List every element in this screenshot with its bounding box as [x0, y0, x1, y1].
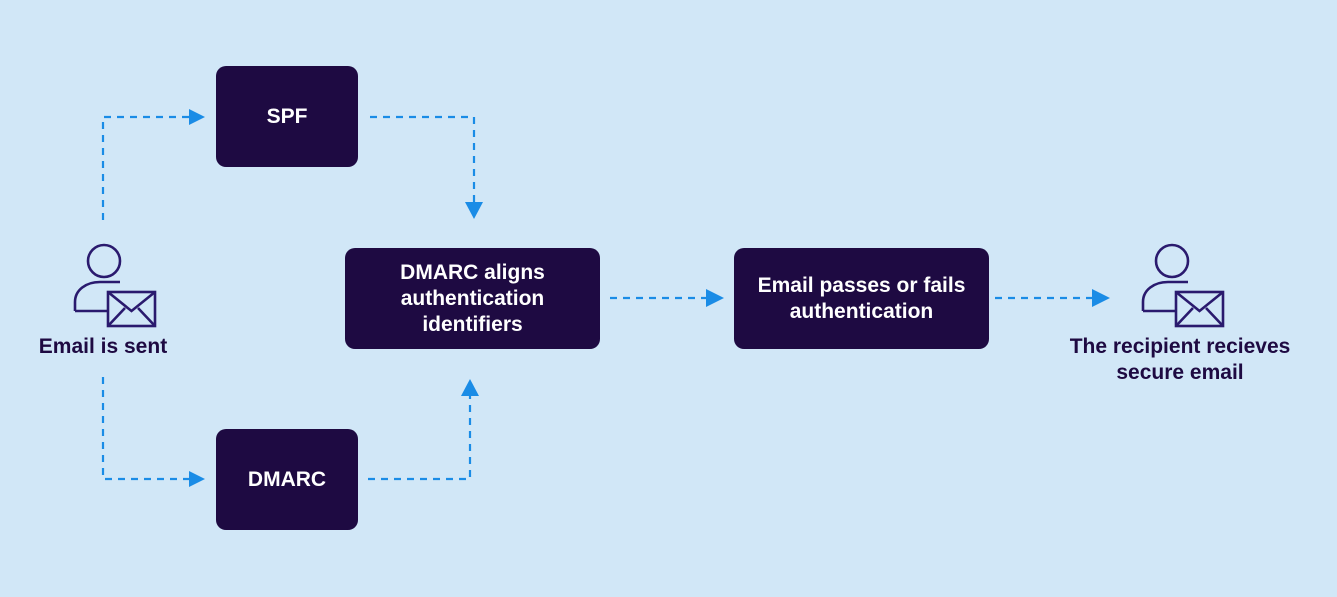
connector-sender-to-dmarc	[101, 377, 190, 481]
result-box: Email passes or fails authentication	[734, 248, 989, 349]
recipient-label-text: The recipient recieves secure email	[1069, 335, 1291, 384]
arrowhead-to-dmarc	[189, 471, 205, 487]
arrowhead-to-align-top	[465, 202, 483, 219]
arrowhead-to-align-bottom	[461, 379, 479, 396]
sender-label: Email is sent	[38, 335, 168, 358]
spf-label: SPF	[266, 104, 308, 128]
connector-spf-to-align	[370, 115, 476, 203]
recipient-label: The recipient recieves secure email	[1040, 334, 1320, 386]
arrowhead-to-spf	[189, 109, 205, 125]
dmarc-label: DMARC	[247, 467, 327, 491]
user-with-envelope-icon	[1141, 243, 1225, 328]
dmarc-box: DMARC	[216, 429, 358, 530]
result-label: Email passes or fails authentication	[757, 273, 966, 323]
arrowhead-to-recipient	[1092, 289, 1110, 307]
dmarc-align-box: DMARC aligns authentication identifiers	[345, 248, 600, 349]
dmarc-align-label: DMARC aligns authentication identifiers	[400, 260, 545, 336]
connector-dmarc-to-align	[368, 395, 472, 481]
user-with-envelope-icon	[73, 243, 157, 328]
spf-box: SPF	[216, 66, 358, 167]
arrowhead-to-result	[706, 289, 724, 307]
connector-sender-to-spf	[101, 115, 190, 220]
